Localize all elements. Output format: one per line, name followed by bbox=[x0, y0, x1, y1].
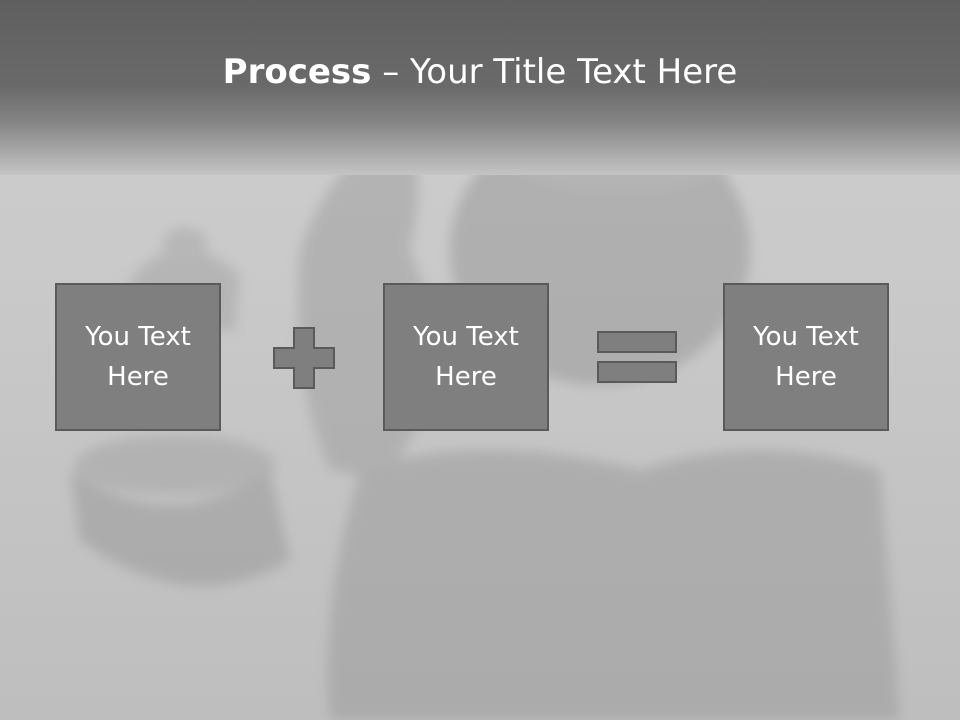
title-band bbox=[0, 0, 960, 175]
text-box-2-label: You Text Here bbox=[413, 322, 519, 392]
equals-icon bbox=[597, 331, 677, 383]
title-rest: Your Title Text Here bbox=[410, 52, 738, 92]
slide-title[interactable]: Process – Your Title Text Here bbox=[0, 52, 960, 92]
title-bold-part: Process bbox=[222, 52, 372, 92]
plus-icon bbox=[273, 327, 335, 389]
text-box-1[interactable]: You Text Here bbox=[55, 283, 221, 431]
text-box-1-label: You Text Here bbox=[85, 322, 191, 392]
text-box-3-label: You Text Here bbox=[753, 322, 859, 392]
text-box-2[interactable]: You Text Here bbox=[383, 283, 549, 431]
title-dash: – bbox=[371, 52, 411, 92]
text-box-3[interactable]: You Text Here bbox=[723, 283, 889, 431]
